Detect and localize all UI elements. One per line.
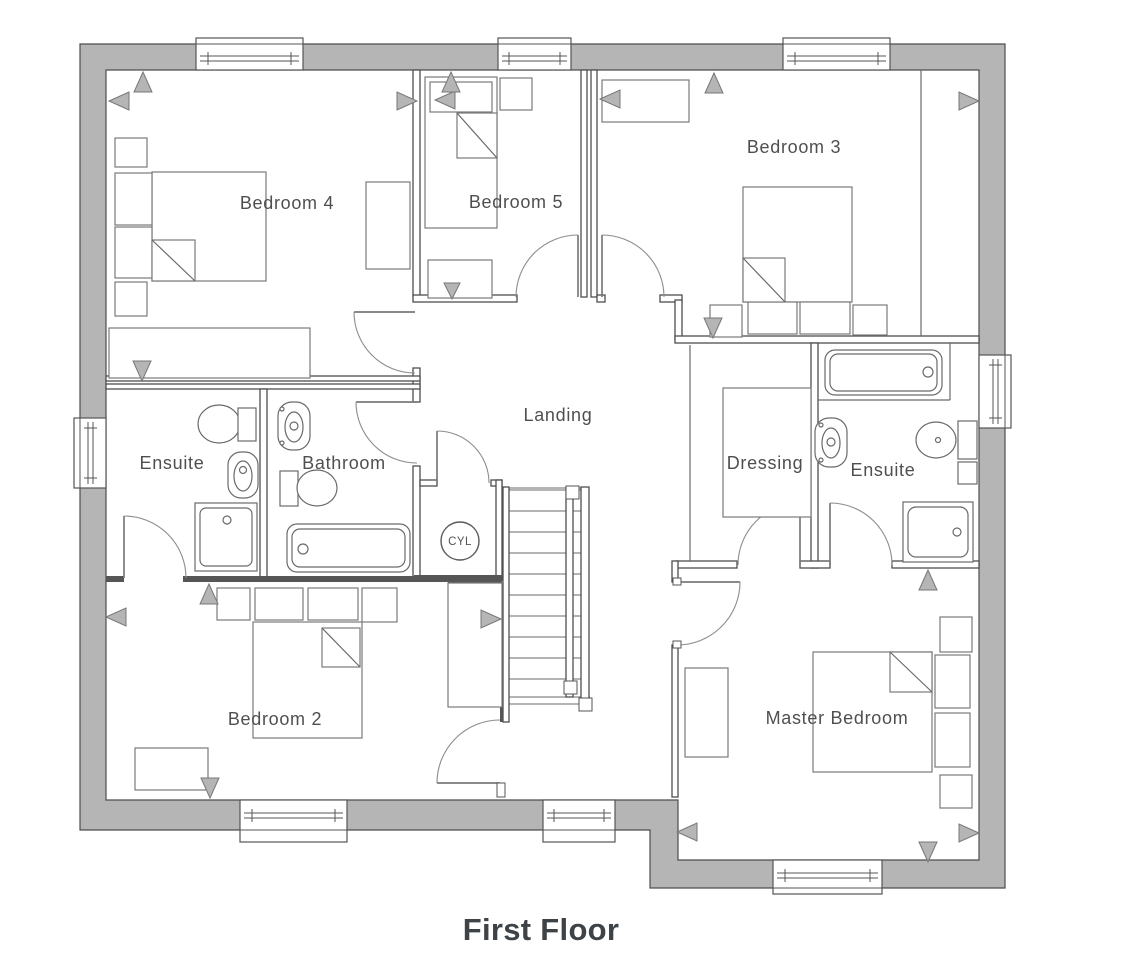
arrow-left-icon (433, 90, 456, 110)
arrow-left-icon (104, 607, 127, 627)
arrow-right-icon (958, 823, 981, 843)
window-top-bedroom5 (497, 37, 572, 71)
door-master-bedroom (676, 581, 741, 646)
window-left-ensuite (73, 417, 107, 489)
bedroom4-furniture (108, 137, 411, 379)
toilet-icon (915, 420, 978, 460)
door-cylinder-cupboard (436, 430, 490, 484)
room-label-bedroom4: Bedroom 4 (240, 193, 334, 213)
bed-fold (151, 239, 196, 282)
arrow-left-icon (107, 91, 130, 111)
arrow-down-icon (132, 360, 152, 383)
arrow-up-icon (133, 70, 153, 93)
dressing-furniture (689, 345, 812, 561)
arrow-down-icon (200, 777, 220, 800)
arrow-right-icon (396, 91, 419, 111)
room-label-bathroom: Bathroom (302, 453, 386, 473)
room-label-ensuite-left: Ensuite (140, 453, 205, 473)
door-bedroom3 (601, 234, 665, 298)
sink-icon (277, 401, 311, 451)
dimension-arrows (104, 70, 981, 864)
staircase (502, 485, 593, 723)
arrow-up-icon (199, 582, 219, 605)
toilet-icon (197, 404, 257, 444)
wardrobe (684, 667, 729, 758)
door-ensuite-right (829, 502, 893, 566)
cylinder-marker: CYL (440, 521, 480, 561)
bedroom2-furniture (134, 587, 398, 791)
arrow-down-icon (443, 282, 461, 301)
door-bedroom4 (353, 311, 416, 374)
arrow-right-icon (958, 91, 981, 111)
bed-fold (889, 651, 933, 693)
window-right-ensuite (978, 354, 1012, 429)
page-title: First Floor (463, 912, 620, 947)
bed-fold (321, 627, 361, 668)
room-label-bedroom2: Bedroom 2 (228, 709, 322, 729)
door-bathroom (355, 401, 418, 464)
understairs-cupboard (447, 582, 503, 708)
window-top-bedroom3 (782, 37, 891, 71)
arrow-up-icon (441, 70, 461, 93)
door-ensuite-left (123, 515, 187, 579)
toilet-icon (279, 469, 338, 507)
window-bottom-bedroom2 (239, 799, 348, 843)
bed-fold (742, 257, 786, 303)
sink-icon (227, 451, 259, 499)
door-bedroom2 (436, 719, 501, 784)
room-label-ensuite-right: Ensuite (851, 460, 916, 480)
arrow-up-icon (704, 71, 724, 94)
bathtub-icon (286, 523, 411, 573)
closet (722, 387, 812, 518)
arrow-down-icon (703, 317, 723, 340)
dresser (134, 747, 209, 791)
window-bottom-master (772, 859, 883, 895)
outer-wall (79, 43, 1006, 889)
arrow-right-icon (480, 609, 503, 629)
chest (427, 259, 493, 299)
arrow-up-icon (918, 568, 938, 591)
room-label-bedroom5: Bedroom 5 (469, 192, 563, 212)
bathtub-icon (824, 349, 943, 396)
shower-icon (194, 502, 258, 572)
ensuite-right-fixtures (814, 343, 978, 563)
bed-fold (456, 112, 498, 159)
door-bedroom5 (515, 234, 579, 298)
bathroom-fixtures (277, 401, 411, 573)
doors (123, 234, 893, 798)
room-label-master-bedroom: Master Bedroom (766, 708, 909, 728)
bedroom3-furniture (601, 70, 922, 338)
wardrobe (365, 181, 411, 270)
room-label-landing: Landing (524, 405, 593, 425)
arrow-left-icon (598, 89, 621, 109)
bedroom5-furniture (424, 76, 533, 299)
sink-icon (814, 417, 848, 468)
arrow-down-icon (918, 841, 938, 864)
window-top-bedroom4 (195, 37, 304, 71)
room-label-dressing: Dressing (727, 453, 804, 473)
master-furniture (684, 616, 973, 809)
cylinder-label: CYL (448, 536, 472, 548)
shower-icon (902, 501, 974, 563)
ensuite-left-fixtures (194, 404, 259, 572)
room-label-bedroom3: Bedroom 3 (747, 137, 841, 157)
arrow-left-icon (675, 822, 698, 842)
window-bottom-landing (542, 799, 616, 843)
